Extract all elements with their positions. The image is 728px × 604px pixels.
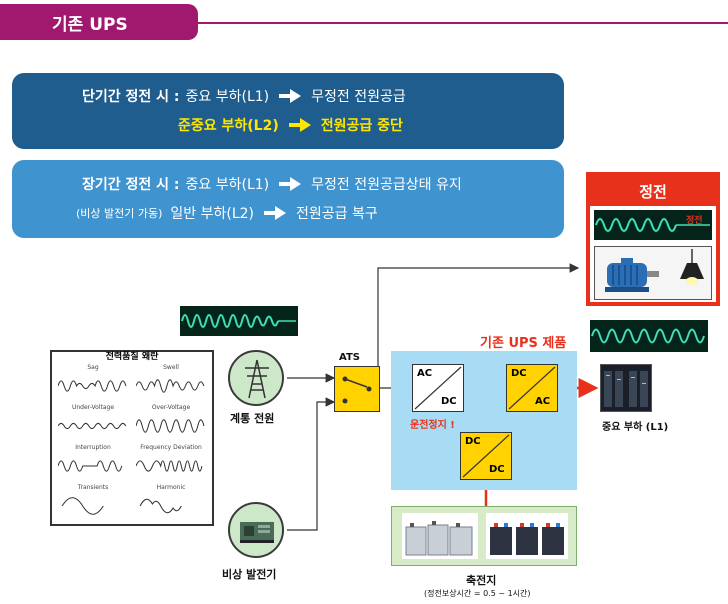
title-divider (196, 22, 728, 24)
battery-note: (정전보상시간 = 0.5 ~ 1시간) (424, 589, 531, 598)
long-outage-load-1: 중요 부하(L1) (185, 177, 270, 193)
power-quality-item: Transients (56, 484, 130, 522)
power-quality-item-label: Transients (77, 484, 109, 491)
short-outage-row-2: 준중요 부하(L2) 전원공급 중단 (178, 115, 403, 135)
power-quality-item-label: Frequency Deviation (140, 444, 202, 451)
short-outage-heading: 단기간 정전 시 : (82, 89, 180, 105)
power-quality-item: Interruption (56, 444, 130, 482)
arrow-right-icon (279, 89, 302, 103)
ups-output-waveform (590, 320, 708, 352)
battery-image-1 (402, 513, 478, 559)
power-quality-item: Frequency Deviation (134, 444, 208, 482)
converter-1-in: AC (417, 368, 433, 379)
converter-2-out: AC (535, 396, 551, 407)
grid-power-node (228, 350, 284, 406)
dc-dc-converter: DC DC (460, 432, 512, 480)
outage-panel-title: 정전 (639, 182, 667, 201)
motor-icon (605, 258, 659, 292)
power-quality-item: Over-Voltage (134, 404, 208, 442)
outage-wave-label: 정전 (686, 216, 703, 226)
transmission-tower-icon (245, 359, 269, 399)
ac-dc-converter: AC DC (412, 364, 464, 412)
long-outage-row-1: 장기간 정전 시 : 중요 부하(L1) 무정전 전원공급상태 유지 (82, 174, 462, 194)
outage-load-images (594, 246, 712, 300)
outage-waveform: 정전 (594, 210, 712, 240)
power-quality-title: 전력품질 왜란 (101, 352, 163, 362)
power-quality-item-label: Swell (163, 364, 179, 371)
page-title-tab: 기존 UPS (0, 4, 198, 40)
short-outage-row-1: 단기간 정전 시 : 중요 부하(L1) 무정전 전원공급 (82, 86, 406, 106)
long-outage-result-1: 무정전 전원공급상태 유지 (311, 177, 462, 193)
ats-label: ATS (339, 352, 360, 363)
power-quality-item-label: Harmonic (156, 484, 186, 491)
power-quality-item-label: Sag (87, 364, 99, 371)
generator-icon (240, 522, 274, 543)
converter-2-in: DC (511, 368, 527, 379)
battery-image-2 (486, 513, 568, 559)
generator-node (228, 502, 284, 558)
power-quality-item-label: Over-Voltage (151, 404, 191, 411)
disturbance-wave-icon (136, 379, 205, 393)
output-wave-icon (591, 328, 705, 344)
disturbance-wave-icon (58, 422, 127, 430)
converter-3-out: DC (489, 464, 505, 475)
power-quality-item-label: Under-Voltage (71, 404, 115, 411)
grid-waveform (180, 306, 298, 336)
battery-icon (405, 521, 473, 556)
power-quality-item: Under-Voltage (56, 404, 130, 442)
critical-load-label: 중요 부하 (L1) (602, 422, 669, 433)
disturbance-wave-icon (61, 497, 104, 515)
ats-switch (334, 366, 380, 412)
power-quality-item: Harmonic (134, 484, 208, 522)
converter-1-out: DC (441, 396, 457, 407)
short-outage-result-1: 무정전 전원공급 (311, 89, 406, 105)
lamp-icon (680, 249, 704, 285)
switch-icon (342, 376, 372, 404)
short-outage-load-2: 준중요 부하(L2) (178, 118, 279, 134)
page-title: 기존 UPS (52, 14, 128, 35)
arrow-right-icon (264, 206, 287, 220)
arrow-right-icon (279, 177, 302, 191)
power-quality-item-label: Interruption (75, 444, 111, 451)
outage-panel-header: 정전 (590, 176, 716, 206)
converter-3-in: DC (465, 436, 481, 447)
battery-label: 축전지 (466, 574, 497, 587)
stop-label: 운전정지 ! (410, 420, 455, 431)
short-outage-load-1: 중요 부하(L1) (185, 89, 270, 105)
power-quality-item: Swell (134, 364, 208, 402)
battery-panel (391, 506, 577, 566)
long-outage-row-2: (비상 발전기 가동) 일반 부하(L2) 전원공급 복구 (76, 203, 378, 223)
disturbance-wave-icon (58, 460, 123, 472)
generator-label: 비상 발전기 (222, 568, 277, 581)
ups-title: 기존 UPS 제품 (480, 336, 567, 351)
server-rack-image (600, 364, 652, 412)
long-outage-load-2: 일반 부하(L2) (170, 206, 255, 222)
outage-panel: 정전 정전 (586, 172, 720, 306)
outage-wave-icon (595, 218, 710, 232)
grid-power-label: 계통 전원 (230, 412, 275, 425)
short-outage-box: 단기간 정전 시 : 중요 부하(L1) 무정전 전원공급 준중요 부하(L2)… (12, 73, 564, 149)
disturbance-wave-icon (139, 498, 182, 514)
long-outage-result-2: 전원공급 복구 (296, 206, 378, 222)
arrow-right-icon (288, 118, 311, 132)
disturbance-wave-icon (136, 419, 205, 433)
short-outage-result-2: 전원공급 중단 (320, 118, 403, 134)
server-rack-icon (604, 371, 648, 407)
long-outage-note: (비상 발전기 가동) (76, 207, 163, 220)
disturbance-wave-icon (136, 460, 203, 472)
long-outage-heading: 장기간 정전 시 : (82, 177, 180, 193)
grid-wave-icon (181, 314, 296, 328)
battery-bank-icon (490, 523, 564, 555)
long-outage-box: 장기간 정전 시 : 중요 부하(L1) 무정전 전원공급상태 유지 (비상 발… (12, 160, 564, 238)
disturbance-wave-icon (58, 380, 127, 392)
power-quality-item: Sag (56, 364, 130, 402)
dc-ac-converter: DC AC (506, 364, 558, 412)
